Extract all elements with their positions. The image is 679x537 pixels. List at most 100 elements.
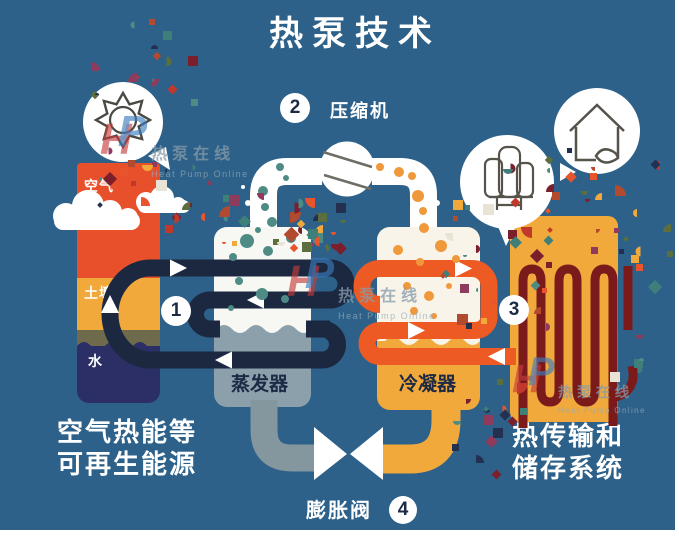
confetti-piece bbox=[151, 161, 157, 167]
confetti-piece bbox=[541, 287, 547, 293]
confetti-piece bbox=[459, 283, 469, 293]
storage-tank bbox=[510, 216, 618, 422]
bubble-dot bbox=[403, 282, 411, 290]
valve-inlet-pipe bbox=[382, 402, 461, 474]
confetti-piece bbox=[633, 359, 643, 369]
compressor-icon bbox=[319, 141, 375, 197]
watermark-cn: 热泵在线 bbox=[338, 288, 423, 305]
confetti-piece bbox=[667, 251, 674, 258]
clouds-icon bbox=[53, 186, 190, 230]
confetti-piece bbox=[120, 167, 129, 176]
confetti-piece bbox=[591, 246, 598, 254]
bubble-dot bbox=[261, 203, 269, 211]
confetti-piece bbox=[223, 195, 231, 203]
confetti-piece bbox=[481, 318, 488, 325]
bubble-dot bbox=[410, 307, 418, 315]
bubble-dot bbox=[419, 207, 427, 215]
confetti-piece bbox=[94, 92, 99, 95]
bubble-dot bbox=[452, 255, 460, 263]
watermark-logo-p: P bbox=[304, 249, 335, 298]
bubble-dot bbox=[267, 217, 277, 227]
confetti-piece bbox=[150, 45, 158, 50]
confetti-piece bbox=[632, 208, 637, 217]
confetti-piece bbox=[231, 240, 237, 246]
confetti-piece bbox=[127, 160, 135, 168]
label-water: 水 bbox=[88, 353, 103, 369]
confetti-piece bbox=[546, 261, 553, 268]
step-1-badge: 1 bbox=[161, 296, 191, 326]
page-title: 热泵技术 bbox=[269, 15, 441, 53]
confetti-piece bbox=[302, 241, 313, 252]
storage-caption-line1: 热传输和 bbox=[512, 421, 625, 451]
confetti-piece bbox=[228, 194, 240, 206]
confetti-piece bbox=[452, 199, 463, 210]
valve-label: 膨胀阀 bbox=[306, 500, 372, 522]
watermark-logo-p: P bbox=[528, 350, 555, 395]
confetti-piece bbox=[308, 229, 319, 240]
bubble-dot bbox=[408, 172, 416, 180]
bubble-dot bbox=[376, 163, 384, 171]
bubble-dot bbox=[446, 283, 452, 289]
confetti-piece bbox=[618, 249, 624, 255]
sun-icon bbox=[93, 90, 153, 150]
bubble-dot bbox=[434, 200, 440, 206]
evaporator-label: 蒸发器 bbox=[231, 374, 289, 395]
bubble-dot bbox=[250, 218, 254, 222]
watermark-en: Heat Pump Online bbox=[558, 405, 646, 415]
arrow-left-icon bbox=[215, 351, 232, 369]
confetti-piece bbox=[149, 18, 156, 25]
confetti-piece bbox=[635, 264, 643, 272]
watermark-logo-h: H bbox=[512, 357, 541, 402]
step-2-badge: 2 bbox=[280, 93, 310, 123]
bubble-dot bbox=[256, 288, 268, 300]
confetti-piece bbox=[610, 371, 621, 382]
confetti-piece bbox=[314, 236, 320, 247]
storage-caption-line2: 储存系统 bbox=[512, 453, 625, 483]
arrow-right-icon bbox=[455, 260, 472, 277]
condenser-label: 冷凝器 bbox=[399, 374, 457, 395]
evaporator-wave bbox=[214, 323, 311, 333]
buildings-icon bbox=[483, 145, 535, 210]
confetti-piece bbox=[662, 223, 671, 232]
confetti-piece bbox=[465, 323, 472, 330]
confetti-piece bbox=[534, 306, 542, 314]
bubble-dot bbox=[235, 277, 243, 285]
bubble-dot bbox=[424, 291, 434, 301]
confetti-piece bbox=[484, 414, 495, 425]
bubble-dot bbox=[263, 246, 273, 256]
compressor-label: 压缩机 bbox=[330, 101, 390, 121]
watermark-cn: 热泵在线 bbox=[558, 385, 634, 401]
confetti-piece bbox=[457, 314, 469, 326]
confetti-piece bbox=[630, 254, 639, 263]
confetti-piece bbox=[590, 172, 598, 180]
watermark-en: Heat Pump Online bbox=[151, 169, 249, 179]
source-caption-line1: 空气热能等 bbox=[57, 417, 198, 447]
step-3-badge: 3 bbox=[499, 295, 529, 325]
bottom-border bbox=[0, 530, 679, 537]
heating-coil bbox=[353, 260, 516, 365]
arrow-up-icon bbox=[101, 295, 119, 313]
confetti-piece bbox=[312, 213, 320, 221]
source-coil-return bbox=[150, 320, 346, 369]
radiator-icon bbox=[518, 264, 618, 428]
watermark-logo-h: H bbox=[100, 115, 132, 164]
step-4-badge: 4 bbox=[389, 496, 417, 524]
bubble-dot bbox=[240, 234, 254, 248]
bubble-dot bbox=[416, 258, 424, 266]
house-bubble bbox=[554, 88, 640, 181]
watermark: H P 热泵在线 Heat Pump Online bbox=[287, 252, 436, 324]
bubble-dot bbox=[432, 186, 436, 190]
confetti-piece bbox=[475, 288, 478, 293]
confetti-piece bbox=[219, 205, 231, 217]
watermark-en: Heat Pump Online bbox=[338, 311, 436, 321]
arrow-left-icon bbox=[488, 348, 505, 365]
bubble-dot bbox=[241, 185, 245, 189]
radiator-outlet-pipe bbox=[610, 266, 638, 403]
watermark-cn: 热泵在线 bbox=[151, 146, 236, 163]
watermark-logo-p: P bbox=[117, 107, 148, 156]
confetti-piece bbox=[156, 180, 168, 192]
confetti-piece bbox=[190, 98, 198, 106]
confetti-piece bbox=[552, 191, 561, 200]
bubble-dot bbox=[258, 186, 268, 196]
